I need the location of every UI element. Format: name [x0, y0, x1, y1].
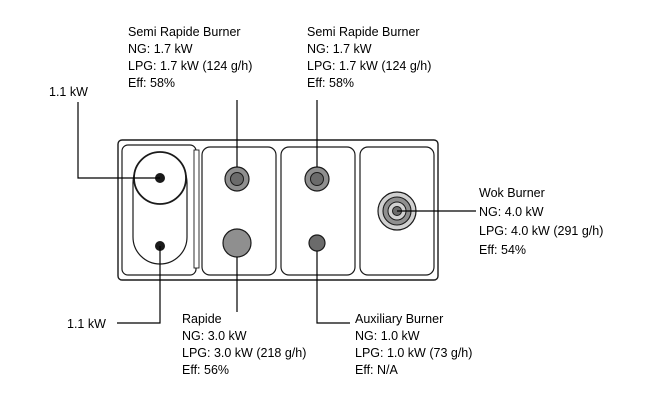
leader-auxiliary: [316, 251, 350, 324]
auxiliary-lpg: LPG: 1.0 kW (73 g/h): [355, 346, 472, 360]
semi-rapide-left-ng: NG: 1.7 kW: [128, 42, 193, 56]
wok-eff: Eff: 54%: [479, 243, 526, 257]
zone-2-frame: [201, 146, 277, 276]
rapide-eff: Eff: 56%: [182, 363, 229, 377]
leader-left-top: [77, 102, 160, 179]
semi-rapide-right-ng: NG: 1.7 kW: [307, 42, 372, 56]
rapide-title: Rapide: [182, 312, 222, 326]
auxiliary-eff: Eff: N/A: [355, 363, 399, 377]
semi-rapide-left-lpg: LPG: 1.7 kW (124 g/h): [128, 59, 252, 73]
left-bottom-label: 1.1 kW: [67, 317, 106, 331]
auxiliary-burner: [308, 234, 326, 252]
semi-rapide-left-title: Semi Rapide Burner: [128, 25, 241, 39]
wok-lpg: LPG: 4.0 kW (291 g/h): [479, 224, 603, 238]
semi-rapide-right-title: Semi Rapide Burner: [307, 25, 420, 39]
semi-rapide-right-lpg: LPG: 1.7 kW (124 g/h): [307, 59, 431, 73]
auxiliary-title: Auxiliary Burner: [355, 312, 443, 326]
rapide-lpg: LPG: 3.0 kW (218 g/h): [182, 346, 306, 360]
zone-3-frame: [280, 146, 356, 276]
rapide-ng: NG: 3.0 kW: [182, 329, 247, 343]
semi-rapide-right-burner-cap: [310, 172, 324, 186]
semi-rapide-right-eff: Eff: 58%: [307, 76, 354, 90]
left-zone-divider: [193, 149, 200, 269]
wok-title: Wok Burner: [479, 186, 545, 200]
rapide-burner: [222, 228, 252, 258]
leader-left-bottom: [117, 246, 161, 324]
wok-ng: NG: 4.0 kW: [479, 205, 544, 219]
auxiliary-ng: NG: 1.0 kW: [355, 329, 420, 343]
semi-rapide-left-burner-cap: [230, 172, 244, 186]
semi-rapide-left-eff: Eff: 58%: [128, 76, 175, 90]
left-top-label: 1.1 kW: [49, 85, 88, 99]
